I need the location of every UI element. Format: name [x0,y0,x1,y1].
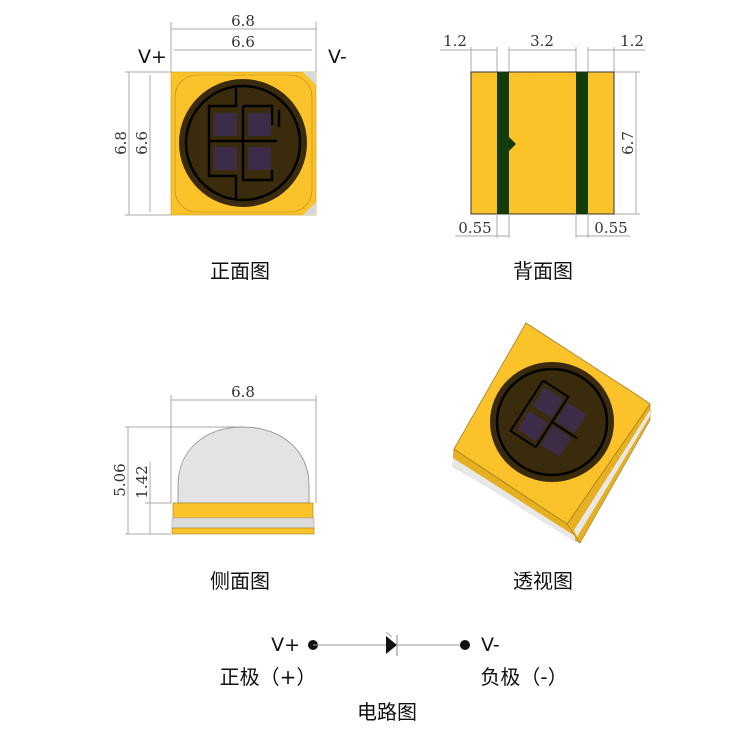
side-dim-base-height: 1.42 [133,465,151,498]
front-dim-outer-height: 6.8 [112,131,130,155]
led-chip [248,147,271,170]
perspective-view: 透视图 [452,322,651,593]
front-dim-inner-width: 6.6 [231,33,255,51]
back-dim-left: 1.2 [443,32,467,50]
package-middle-layer [171,517,315,529]
lens-dome-side [177,426,310,504]
front-v-minus-label: V- [328,46,347,68]
side-dim-width: 6.8 [231,383,255,401]
led-chip [214,147,237,170]
circuit-title: 电路图 [357,700,417,724]
led-chip [556,402,587,434]
front-dim-outer-width: 6.8 [231,12,255,30]
cathode-label: 负极（-） [480,665,567,689]
back-dim-middle: 3.2 [530,32,554,50]
back-view-title: 背面图 [513,259,573,283]
back-view: 1.2 3.2 1.2 6.7 0.55 0.55 背面图 [440,32,645,283]
circuit-v-minus-label: V- [481,634,500,656]
anode-label: 正极（+） [220,665,317,689]
side-view-title: 侧面图 [210,569,270,593]
corner-notch [303,202,316,215]
back-dim-pad-left: 0.55 [458,219,491,237]
front-view: 6.8 6.6 6.8 6.6 V+ V- 正面图 [112,12,347,283]
perspective-view-title: 透视图 [513,569,573,593]
back-dim-pad-right: 0.55 [594,219,627,237]
front-v-plus-label: V+ [138,46,167,68]
polarity-notch [509,137,516,151]
diode-icon [386,636,397,654]
pad-gap-right [576,72,588,214]
back-dim-height: 6.7 [619,131,637,155]
side-view: 6.8 5.06 1.42 侧面图 [111,383,317,593]
front-dim-inner-height: 6.6 [133,131,151,155]
package-top-layer [172,502,314,519]
circuit-v-plus-label: V+ [271,634,300,656]
led-chip [214,113,237,136]
back-dim-right: 1.2 [620,32,644,50]
corner-notch [303,72,316,85]
led-chip [248,113,271,136]
package-bottom-layer [171,527,315,535]
led-chip [517,410,548,442]
package-back [470,71,615,215]
front-view-title: 正面图 [210,259,270,283]
cathode-terminal [460,640,470,650]
led-chip [540,426,572,457]
pad-gap-left [497,72,509,214]
circuit-diagram: V+ V- 正极（+） 负极（-） 电路图 [220,631,568,724]
side-dim-total-height: 5.06 [111,463,129,496]
led-chip [532,387,564,418]
